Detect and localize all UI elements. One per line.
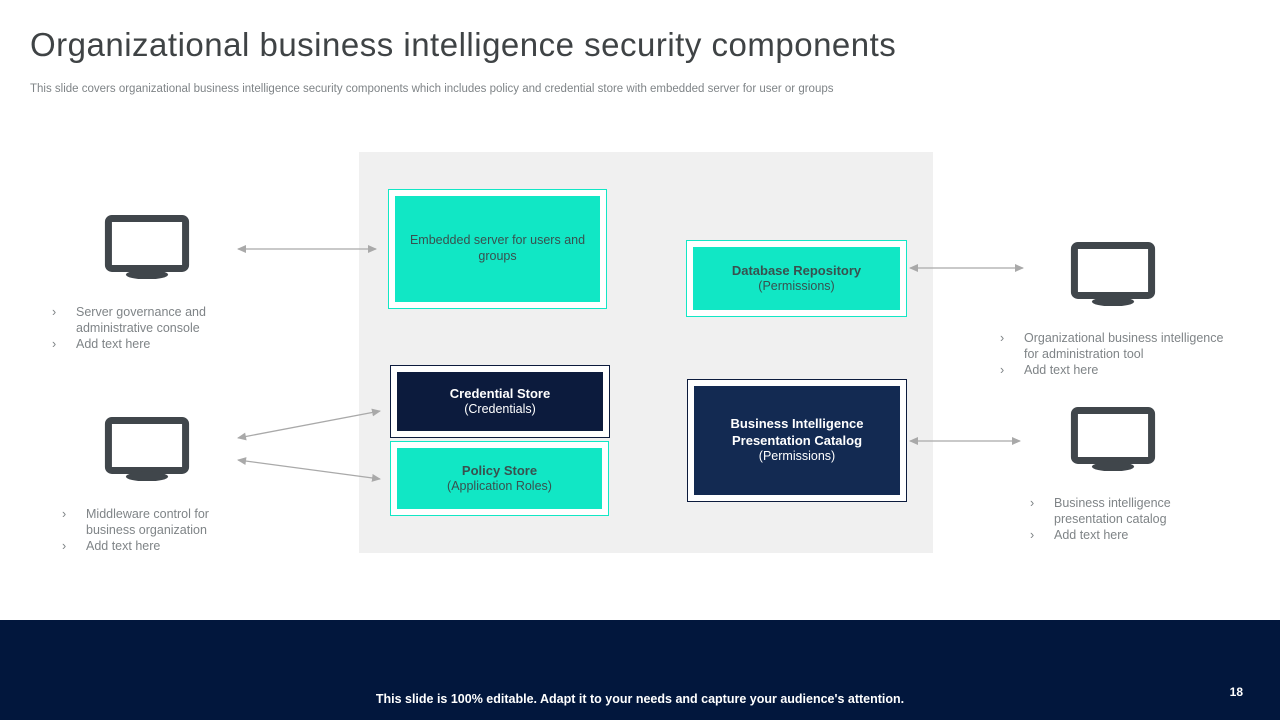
credential-store-sublabel: (Credentials) (464, 401, 536, 416)
policy-store-sublabel: (Application Roles) (447, 478, 552, 493)
bi-presentation-catalog-label: Business Intelligence Presentation Catal… (730, 416, 864, 448)
policy-store-label: Policy Store (461, 462, 538, 478)
list-item: › Middleware control for business organi… (62, 506, 247, 538)
database-repository-box: Database Repository (Permissions) (686, 240, 907, 317)
callout-text: Add text here (86, 539, 161, 553)
callout-right-top: › Organizational business intelligence f… (1000, 330, 1235, 378)
callout-text: Server governance and administrative con… (76, 305, 206, 335)
database-repository-label: Database Repository (731, 262, 862, 278)
callout-text: Middleware control for business organiza… (86, 507, 209, 537)
list-item: › Organizational business intelligence f… (1000, 330, 1235, 362)
chevron-bullet-icon: › (62, 539, 67, 553)
callout-left-bottom: › Middleware control for business organi… (62, 506, 247, 554)
chevron-bullet-icon: › (52, 305, 57, 319)
page-subtitle: This slide covers organizational busines… (30, 83, 834, 95)
page-number: 18 (1229, 685, 1243, 699)
embedded-server-box: Embedded server for users and groups (388, 189, 607, 309)
chevron-bullet-icon: › (1030, 528, 1035, 542)
footer-bar: This slide is 100% editable. Adapt it to… (0, 620, 1280, 720)
callout-text: Add text here (1054, 528, 1129, 542)
callout-right-bottom: › Business intelligence presentation cat… (1030, 495, 1220, 543)
chevron-bullet-icon: › (1000, 363, 1005, 377)
callout-text: Add text here (1024, 363, 1099, 377)
list-item: › Add text here (1030, 527, 1220, 543)
embedded-server-label: Embedded server for users and groups (409, 233, 586, 263)
monitor-icon (1070, 242, 1156, 306)
chevron-bullet-icon: › (62, 507, 67, 521)
callout-left-top: › Server governance and administrative c… (52, 304, 247, 352)
chevron-bullet-icon: › (1000, 331, 1005, 345)
list-item: › Add text here (52, 336, 247, 352)
credential-store-box: Credential Store (Credentials) (390, 365, 610, 438)
monitor-icon (1070, 407, 1156, 471)
callout-text: Business intelligence presentation catal… (1054, 496, 1171, 526)
database-repository-sublabel: (Permissions) (758, 278, 835, 293)
list-item: › Add text here (1000, 362, 1235, 378)
list-item: › Business intelligence presentation cat… (1030, 495, 1220, 527)
page-title: Organizational business intelligence sec… (30, 26, 897, 63)
policy-store-box: Policy Store (Application Roles) (390, 441, 609, 516)
chevron-bullet-icon: › (52, 337, 57, 351)
footer-note: This slide is 100% editable. Adapt it to… (375, 692, 905, 706)
list-item: › Server governance and administrative c… (52, 304, 247, 336)
bi-presentation-catalog-box: Business Intelligence Presentation Catal… (687, 379, 907, 502)
callout-text: Add text here (76, 337, 151, 351)
chevron-bullet-icon: › (1030, 496, 1035, 510)
monitor-icon (104, 215, 190, 279)
credential-store-label: Credential Store (449, 385, 551, 401)
callout-text: Organizational business intelligence for… (1024, 331, 1224, 361)
list-item: › Add text here (62, 538, 247, 554)
bi-presentation-catalog-sublabel: (Permissions) (758, 448, 836, 463)
monitor-icon (104, 417, 190, 481)
